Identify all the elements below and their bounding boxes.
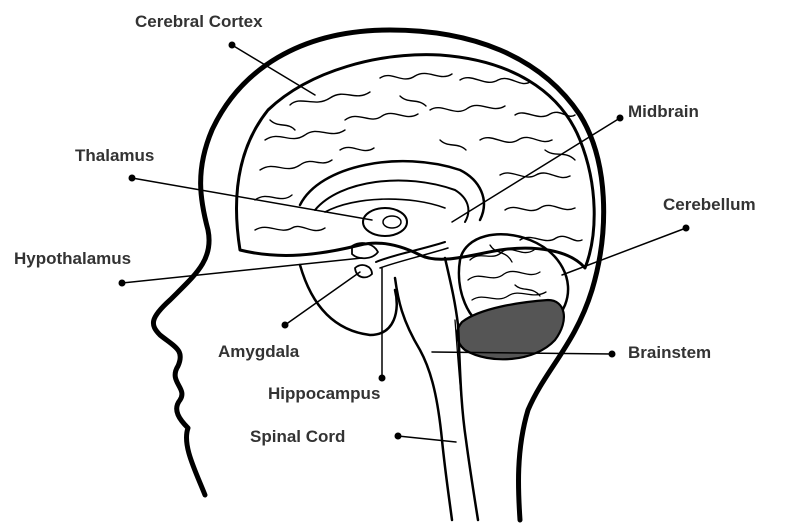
label-hypothalamus: Hypothalamus [14,250,131,267]
label-amygdala: Amygdala [218,343,299,360]
label-hippocampus: Hippocampus [268,385,380,402]
label-midbrain: Midbrain [628,103,699,120]
head-outline [153,30,603,520]
label-thalamus: Thalamus [75,147,154,164]
label-cerebral-cortex: Cerebral Cortex [135,13,263,30]
label-cerebellum: Cerebellum [663,196,756,213]
amygdala-shape [355,265,372,277]
fornix [325,199,445,212]
cerebellum-lower-lobe [457,300,564,359]
label-brainstem: Brainstem [628,344,711,361]
label-spinal-cord: Spinal Cord [250,428,345,445]
brainstem-front [395,278,452,520]
